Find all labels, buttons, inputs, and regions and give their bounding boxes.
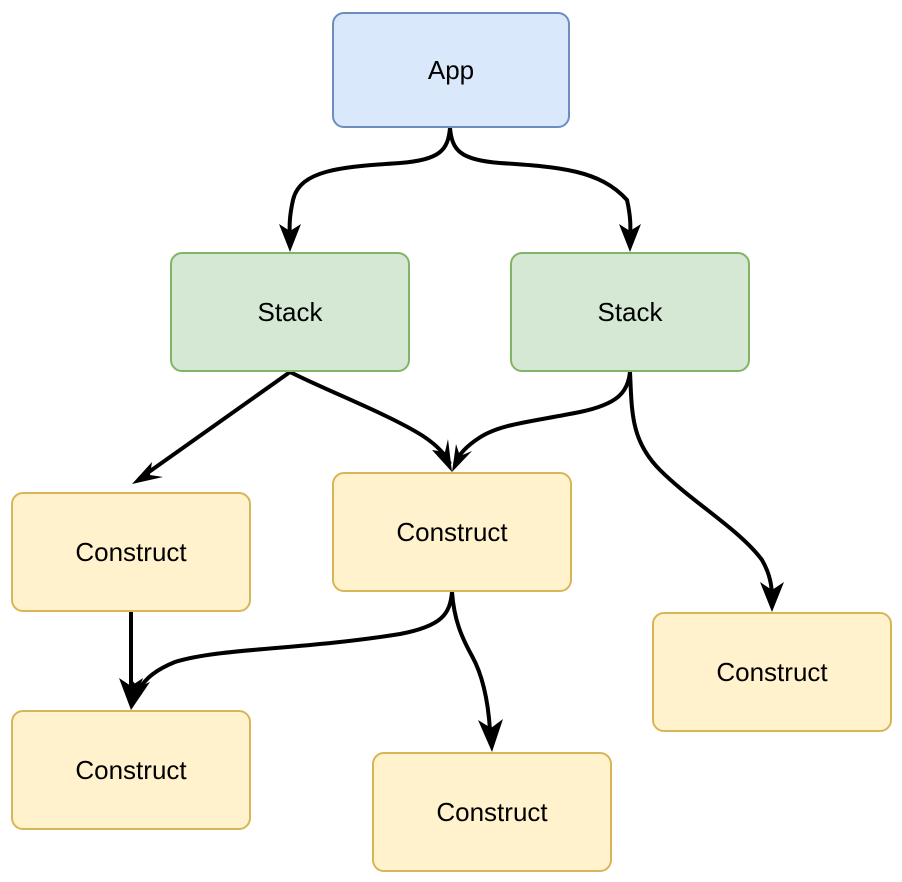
arrow-head-icon [130, 678, 150, 710]
node-construct-4[interactable]: Construct [11, 710, 251, 830]
arrow-head-icon [452, 444, 472, 472]
edge-stack-2-construct-3 [628, 371, 784, 612]
edge-construct-1-construct-4 [119, 612, 143, 710]
arrow-head-icon [432, 439, 452, 472]
edge-line [628, 371, 774, 599]
arrow-head-icon [619, 224, 641, 252]
node-label: Construct [396, 517, 508, 547]
node-label: Construct [75, 755, 187, 785]
node-label: Stack [597, 297, 663, 327]
edge-stack-1-construct-2 [289, 370, 452, 472]
node-construct-1[interactable]: Construct [11, 492, 251, 612]
node-stack-1[interactable]: Stack [170, 252, 410, 372]
node-label: Construct [75, 537, 187, 567]
edge-app-stack-1 [279, 127, 452, 252]
node-label: Construct [716, 657, 828, 687]
node-construct-3[interactable]: Construct [652, 612, 892, 732]
arrow-head-icon [279, 224, 301, 252]
edge-line [450, 591, 492, 731]
edge-stack-1-construct-1 [132, 370, 292, 484]
edge-line [453, 371, 632, 465]
node-label: Construct [436, 797, 548, 827]
arrow-head-icon [478, 719, 503, 752]
node-stack-2[interactable]: Stack [510, 252, 750, 372]
edge-app-stack-2 [448, 127, 641, 252]
node-construct-2[interactable]: Construct [332, 472, 572, 592]
node-label: Stack [257, 297, 323, 327]
edge-line [289, 370, 452, 465]
node-app[interactable]: App [332, 12, 570, 128]
arrow-head-icon [760, 582, 784, 612]
edge-line [137, 370, 292, 481]
edge-stack-2-construct-2 [452, 371, 632, 472]
arrow-head-icon [132, 462, 163, 484]
arrow-head-icon [119, 678, 143, 710]
node-construct-5[interactable]: Construct [372, 752, 612, 872]
node-label: App [427, 55, 475, 85]
edge-construct-2-construct-5 [450, 591, 503, 752]
edge-line [448, 127, 633, 245]
edge-line [287, 127, 452, 245]
